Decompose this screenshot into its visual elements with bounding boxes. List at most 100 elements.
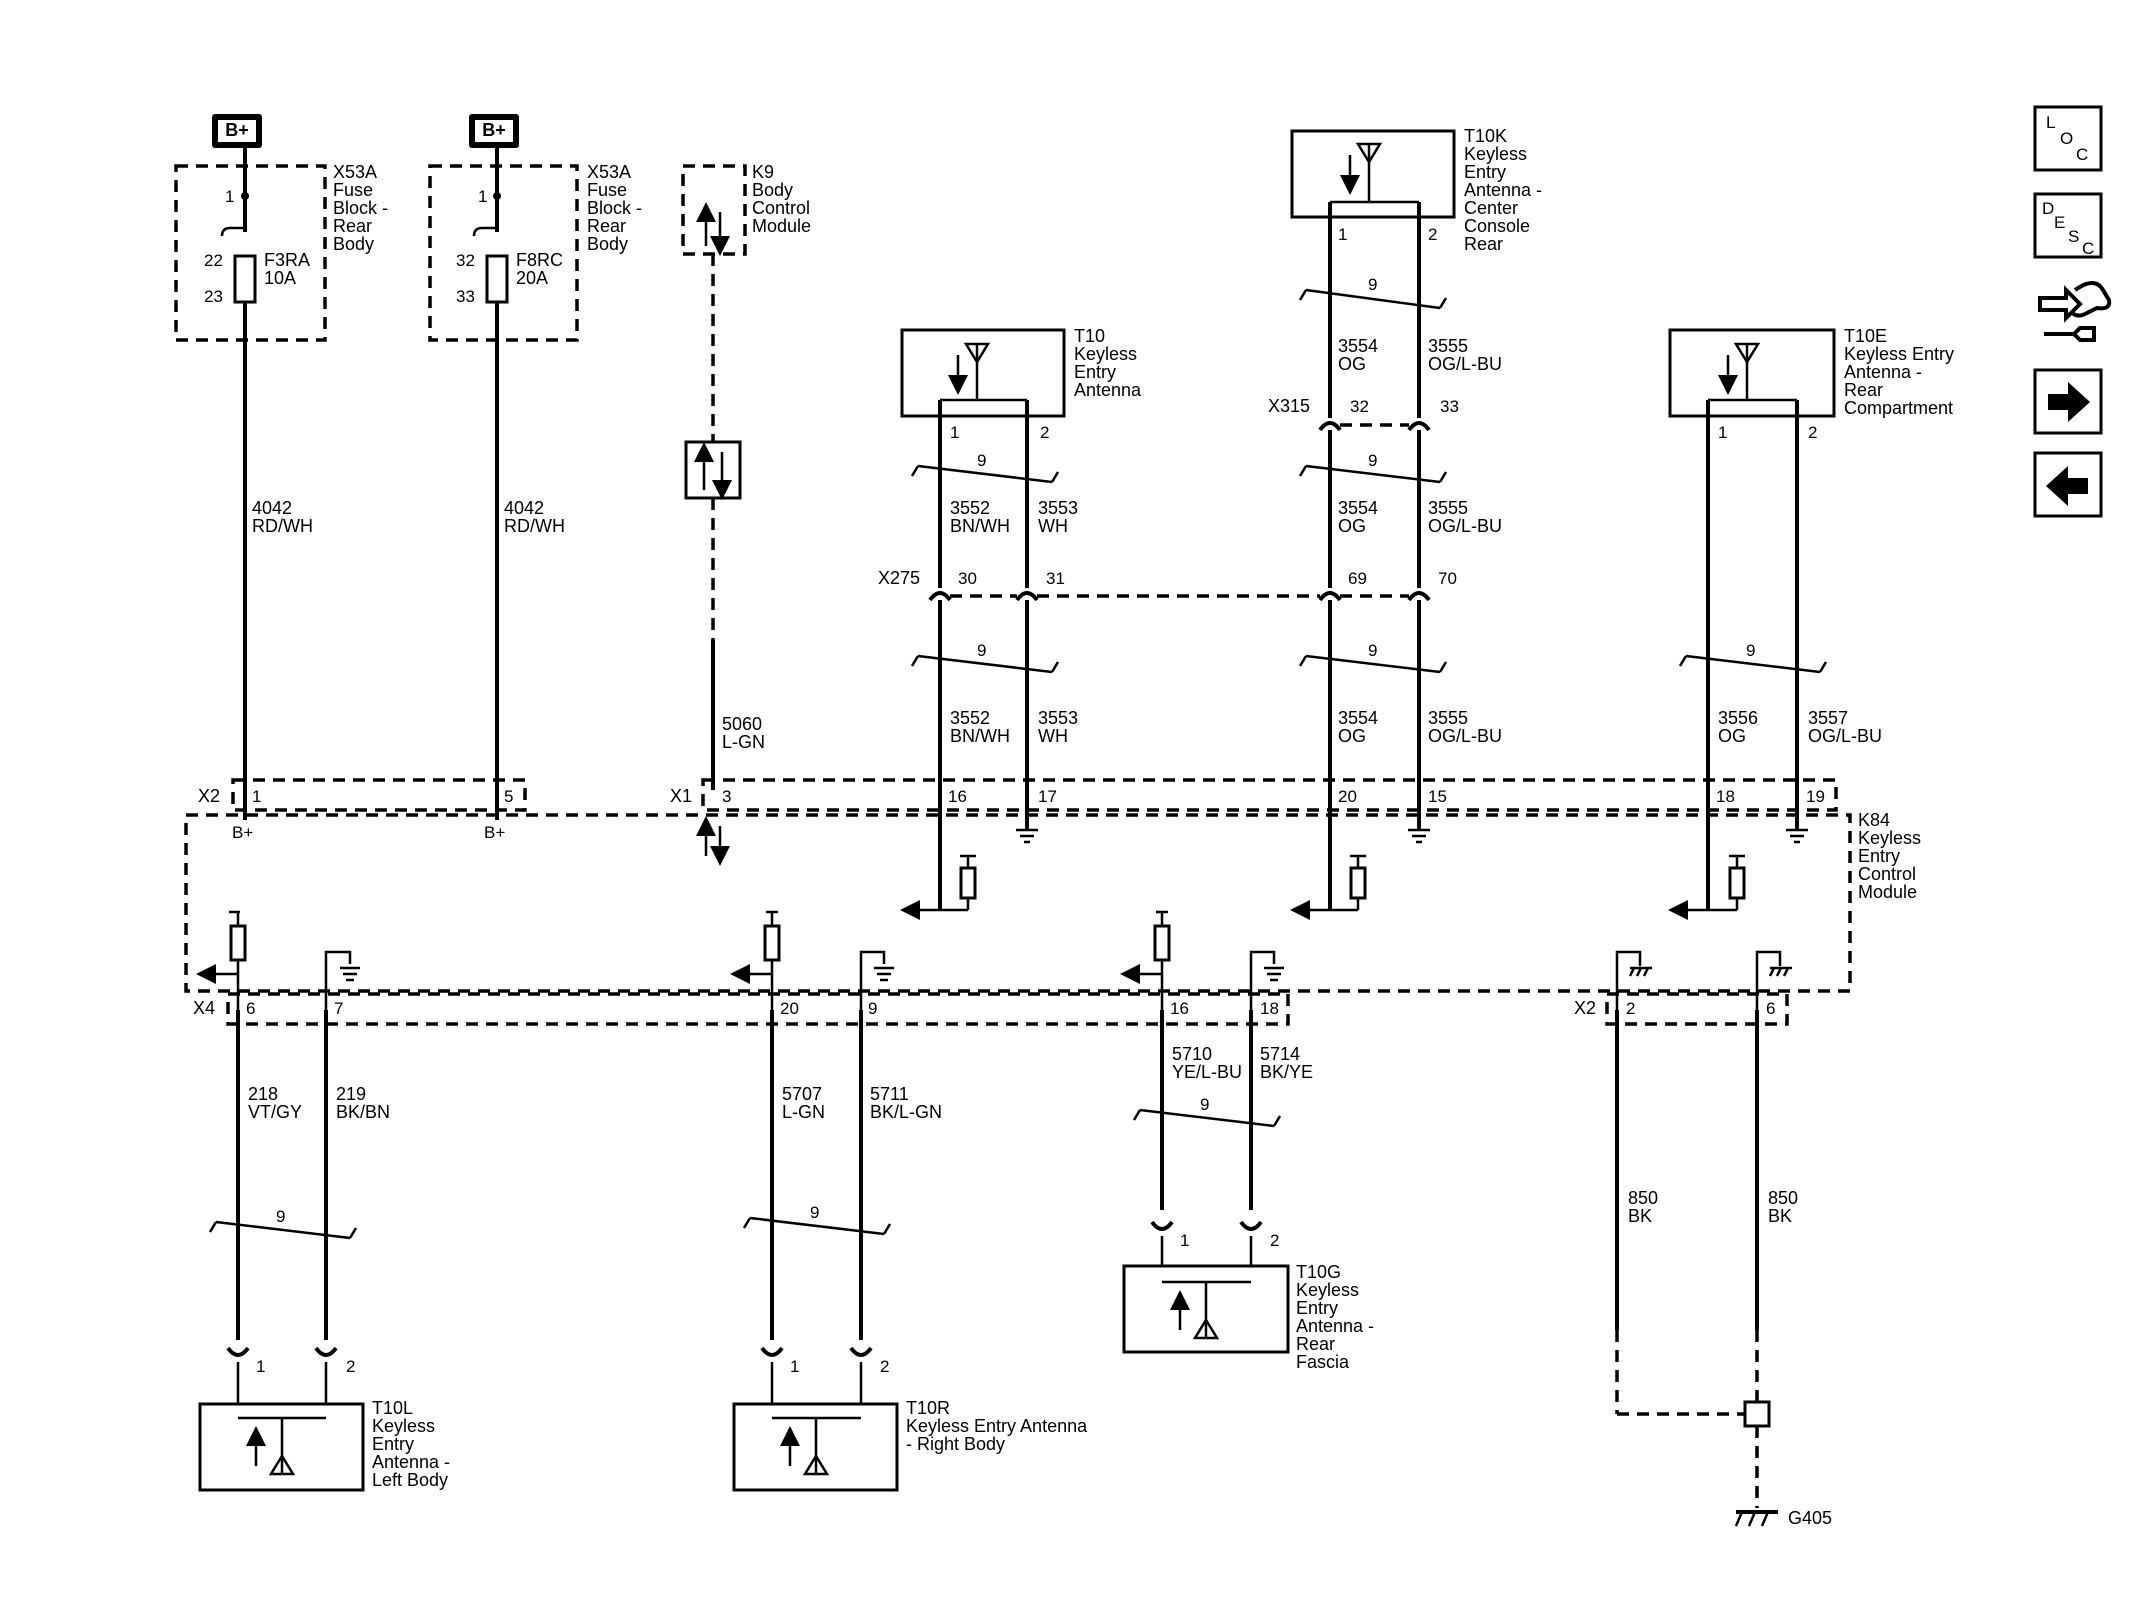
body-control-module: K9 Body Control Module 5060 L-GN (681, 162, 811, 790)
wire-color: RD/WH (504, 516, 565, 536)
fuse-icon (485, 254, 509, 304)
wire-color: BK/L-GN (870, 1102, 942, 1122)
antenna-name: Rear (1844, 380, 1883, 400)
circuit-number: 3555 (1428, 336, 1468, 356)
next-button[interactable] (2033, 368, 2103, 435)
antenna-name: Fascia (1296, 1352, 1350, 1372)
twist-label: 9 (1200, 1095, 1209, 1114)
desc-button[interactable]: D E S C (2033, 192, 2103, 259)
antenna-name: Entry (1074, 362, 1116, 382)
twist-label: 9 (810, 1203, 819, 1222)
wire-color: OG (1338, 354, 1366, 374)
twist-label: 9 (1368, 275, 1377, 294)
antenna-t10r: 5707 L-GN 5711 BK/L-GN 9 1 2 T10R Keyles… (732, 1010, 1088, 1492)
wire-color: BN/WH (950, 726, 1010, 746)
serial-data-icon (694, 442, 732, 500)
wire-color: RD/WH (252, 516, 313, 536)
pin-label: 1 (950, 423, 959, 442)
pin-label: 1 (256, 1357, 265, 1376)
pin-label: 33 (1440, 397, 1459, 416)
connector-icon (2038, 285, 2083, 323)
pin-label: 16 (948, 787, 967, 806)
antenna-ref: T10G (1296, 1262, 1341, 1282)
previous-button[interactable] (2033, 451, 2103, 518)
pin-label: 7 (334, 999, 343, 1018)
wire-color: BK/YE (1260, 1062, 1313, 1082)
ground-g405: 850 BK 850 BK G405 (1615, 1010, 1832, 1528)
antenna-name: Antenna - (1844, 362, 1922, 382)
antenna-name: Compartment (1844, 398, 1953, 418)
antenna-icon (948, 342, 991, 400)
module-name: Control (752, 198, 810, 218)
connector-ref: X2 (1574, 998, 1596, 1018)
chassis-ground-icon (1615, 950, 1652, 1010)
connector-ref: X4 (193, 998, 215, 1018)
pin-label: 15 (1428, 787, 1447, 806)
pin-label: 2 (346, 1357, 355, 1376)
antenna-name: Keyless Entry Antenna (906, 1416, 1088, 1436)
twist-label: 9 (1368, 451, 1377, 470)
connector-ref: X315 (1268, 396, 1310, 416)
pin-label: 1 (252, 787, 261, 806)
pin-label: 2 (1808, 423, 1817, 442)
antenna-name: Console (1464, 216, 1530, 236)
antenna-t10l: 218 VT/GY 219 BK/BN 9 1 2 T10L Keyless E… (198, 1010, 450, 1492)
wire-color: OG (1718, 726, 1746, 746)
wire-color: YE/L-BU (1172, 1062, 1242, 1082)
driver-circuit (1668, 854, 1746, 920)
twisted-pair-marker (1305, 464, 1441, 484)
wire-color: OG/L-BU (1428, 726, 1502, 746)
antenna-icon (246, 1418, 296, 1476)
t10-wires: 9 3552 BN/WH 3553 WH (910, 400, 1078, 588)
pin-label: 69 (1348, 569, 1367, 588)
fuse-block-name: Body (587, 234, 628, 254)
fuse-block-name: Block - (333, 198, 388, 218)
antenna-t10g: 5710 YE/L-BU 5714 BK/YE 9 1 2 T10G Keyle… (1122, 1010, 1374, 1372)
ground-icon (324, 950, 360, 1010)
antenna-name: Keyless Entry (1844, 344, 1954, 364)
circuit-number: 4042 (504, 498, 544, 518)
circuit-number: 5714 (1260, 1044, 1300, 1064)
pin-label: 23 (204, 287, 223, 306)
antenna-ref: T10L (372, 1398, 413, 1418)
antenna-icon (1340, 142, 1383, 202)
wire-color: BK/BN (336, 1102, 390, 1122)
antenna-name: Antenna - (1464, 180, 1542, 200)
antenna-icon (1170, 1282, 1220, 1340)
antenna-name: Keyless (372, 1416, 435, 1436)
pin-label: 1 (478, 187, 487, 206)
wire-color: BK (1768, 1206, 1792, 1226)
connector-view-button[interactable] (2038, 281, 2112, 342)
antenna-ref: T10 (1074, 326, 1105, 346)
antenna-name: - Right Body (906, 1434, 1005, 1454)
nav-letter: S (2068, 227, 2079, 246)
antenna-name: Center (1464, 198, 1518, 218)
chassis-ground-icon (1734, 1510, 1778, 1527)
fuse-block-name: Block - (587, 198, 642, 218)
pin-label: 3 (722, 787, 731, 806)
chassis-ground-icon (1755, 950, 1792, 1010)
antenna-name: Antenna - (1296, 1316, 1374, 1336)
antenna-icon (1718, 342, 1761, 400)
pin-label: 2 (1040, 423, 1049, 442)
bplus-label: B+ (484, 823, 505, 842)
twist-label: 9 (977, 451, 986, 470)
circuit-number: 850 (1628, 1188, 1658, 1208)
pin-label: 1 (1338, 225, 1347, 244)
fuse-icon (233, 254, 257, 304)
circuit-number: 3554 (1338, 708, 1378, 728)
pin-label: 1 (225, 187, 234, 206)
loc-button[interactable]: L O C (2033, 105, 2103, 172)
ground-icon (1408, 828, 1430, 844)
pin-label: 33 (456, 287, 475, 306)
wire-color: BK (1628, 1206, 1652, 1226)
antenna-icon (780, 1418, 830, 1476)
circuit-number: 5060 (722, 714, 762, 734)
pin-label: 22 (204, 251, 223, 270)
wire-color: OG/L-BU (1428, 516, 1502, 536)
twist-label: 9 (1368, 641, 1377, 660)
antenna-name: Keyless (1074, 344, 1137, 364)
driver-circuit (1290, 854, 1367, 920)
ground-icon (859, 950, 894, 1010)
module-name: Module (752, 216, 811, 236)
